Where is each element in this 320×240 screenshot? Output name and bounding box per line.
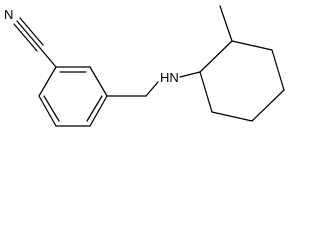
methyl-bond xyxy=(219,5,233,42)
cyclohexane-bond xyxy=(231,40,273,51)
chemical-structure: HN N xyxy=(4,5,285,127)
nitrile-bond-center xyxy=(16,20,41,49)
cyclohexane-bond xyxy=(271,49,285,91)
amine-to-cyclohexane-bond xyxy=(179,71,201,78)
cyclohexane-bond xyxy=(211,111,253,122)
amine-label: HN xyxy=(160,70,179,85)
cyclohexane-ring xyxy=(199,40,285,122)
ring-bond xyxy=(89,66,108,97)
ring-bond xyxy=(89,95,108,127)
ring-bond xyxy=(38,66,57,97)
nitrile-to-ring-bond xyxy=(39,47,57,68)
cyclohexane-bond xyxy=(251,89,285,122)
cyclohexane-bond xyxy=(199,40,233,73)
ring-bond xyxy=(38,95,57,127)
ring-double-bond xyxy=(43,95,60,122)
benzene-ring xyxy=(38,66,108,127)
methylene-to-amine-bond xyxy=(145,81,159,97)
cyclohexane-bond xyxy=(199,71,213,113)
nitrile-bond-lower xyxy=(13,23,38,52)
nitrile-bond-upper xyxy=(19,17,44,46)
nitrile-triple-bond xyxy=(13,17,44,52)
ring-double-bond xyxy=(86,95,103,122)
nitrile-nitrogen-label: N xyxy=(4,7,13,22)
